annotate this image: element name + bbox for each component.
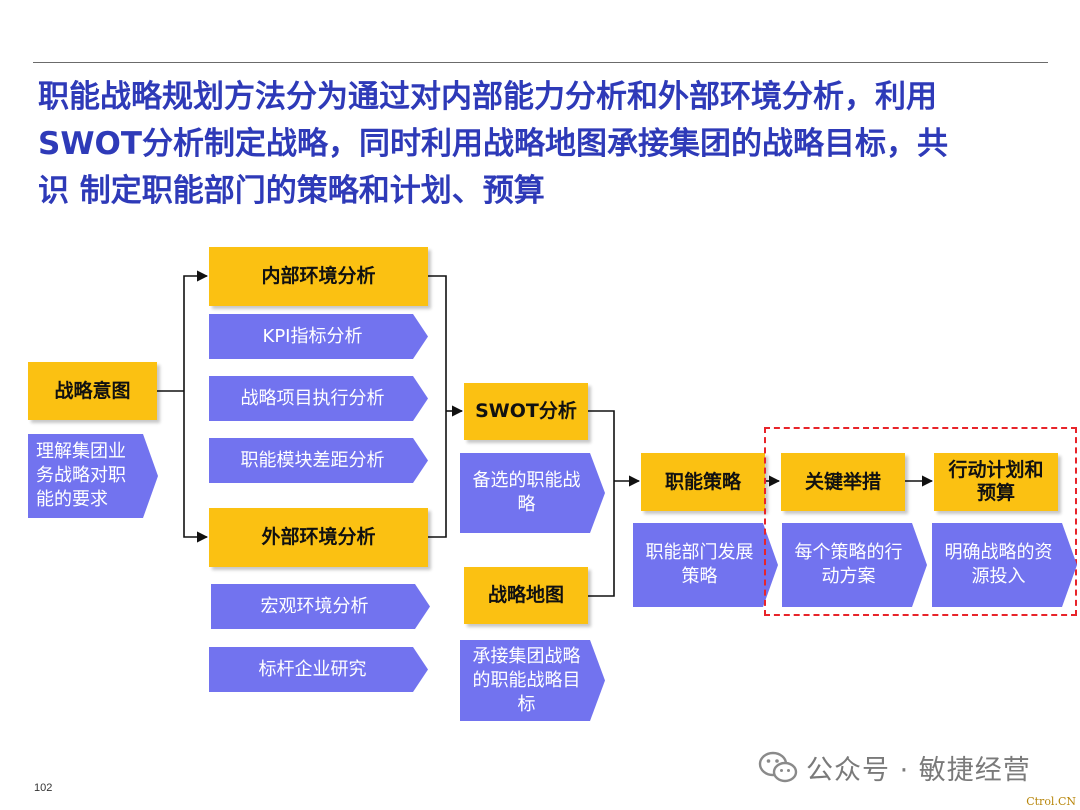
functional-strategy-desc: 职能部门发展策略 <box>633 523 778 607</box>
top-rule <box>33 62 1048 63</box>
swot-desc-text: 备选的职能战略 <box>472 470 581 515</box>
macro-analysis-item: 宏观环境分析 <box>211 584 430 629</box>
swot-desc: 备选的职能战略 <box>460 453 605 533</box>
project-execution-analysis-text: 战略项目执行分析 <box>240 387 385 409</box>
title-line-1: 职能战略规划方法分为通过对内部能力分析和外部环境分析，利用 <box>38 79 937 115</box>
action-plan-desc: 明确战略的资源投入 <box>932 523 1077 607</box>
swot-analysis-box: SWOT分析 <box>464 383 588 440</box>
benchmark-research-text: 标杆企业研究 <box>258 658 367 680</box>
module-gap-analysis-text: 职能模块差距分析 <box>240 449 385 471</box>
strategic-intent-desc-text: 理解集团业务战略对职能的要求 <box>36 441 126 510</box>
kpi-analysis-text: KPI指标分析 <box>262 325 363 347</box>
module-gap-analysis-item: 职能模块差距分析 <box>209 438 428 483</box>
line-internal-out <box>428 275 447 538</box>
strategy-map-desc-text: 承接集团战略的职能战略目标 <box>472 645 581 715</box>
action-plan-desc-text: 明确战略的资源投入 <box>944 542 1053 587</box>
project-execution-analysis-item: 战略项目执行分析 <box>209 376 428 421</box>
strategic-intent-box: 战略意图 <box>28 362 157 420</box>
macro-analysis-text: 宏观环境分析 <box>260 595 369 617</box>
action-plan-box: 行动计划和预算 <box>934 453 1058 511</box>
watermark-text: 公众号 · 敏捷经营 <box>806 755 1031 786</box>
implementation-dashed-frame <box>764 427 1077 616</box>
benchmark-research-item: 标杆企业研究 <box>209 647 428 692</box>
page-title: 职能战略规划方法分为通过对内部能力分析和外部环境分析，利用 SWOT分析制定战略… <box>38 74 1038 215</box>
strategic-intent-desc: 理解集团业务战略对职能的要求 <box>28 434 158 518</box>
functional-strategy-desc-text: 职能部门发展策略 <box>645 542 754 587</box>
key-measures-box: 关键举措 <box>781 453 905 511</box>
external-analysis-label: 外部环境分析 <box>261 526 376 548</box>
key-measures-label: 关键举措 <box>804 470 881 493</box>
arrow-to-internal <box>183 270 209 391</box>
kpi-analysis-item: KPI指标分析 <box>209 314 428 359</box>
source-mark: Ctrol.CN <box>1026 795 1076 808</box>
arrow-to-external <box>183 391 209 543</box>
key-measures-desc-text: 每个策略的行动方案 <box>794 542 903 587</box>
external-analysis-box: 外部环境分析 <box>209 508 428 567</box>
swot-analysis-label: SWOT分析 <box>475 400 577 422</box>
title-line-2: SWOT分析制定战略，同时利用战略地图承接集团的战略目标，共 <box>38 126 949 162</box>
wechat-icon <box>758 751 798 782</box>
page-number: 102 <box>34 782 53 794</box>
strategic-intent-label: 战略意图 <box>54 379 131 402</box>
functional-strategy-label: 职能策略 <box>664 470 741 493</box>
functional-strategy-box: 职能策略 <box>641 453 765 511</box>
line-swot-out <box>588 410 615 597</box>
watermark: 公众号 · 敏捷经营 <box>758 748 1031 787</box>
key-measures-desc: 每个策略的行动方案 <box>782 523 927 607</box>
title-line-3: 识 制定职能部门的策略和计划、预算 <box>38 173 545 209</box>
internal-analysis-box: 内部环境分析 <box>209 247 428 306</box>
strategy-map-desc: 承接集团战略的职能战略目标 <box>460 640 605 721</box>
action-plan-label: 行动计划和预算 <box>948 459 1044 504</box>
strategy-map-box: 战略地图 <box>464 567 588 624</box>
strategy-map-label: 战略地图 <box>487 584 564 606</box>
internal-analysis-label: 内部环境分析 <box>261 265 376 287</box>
